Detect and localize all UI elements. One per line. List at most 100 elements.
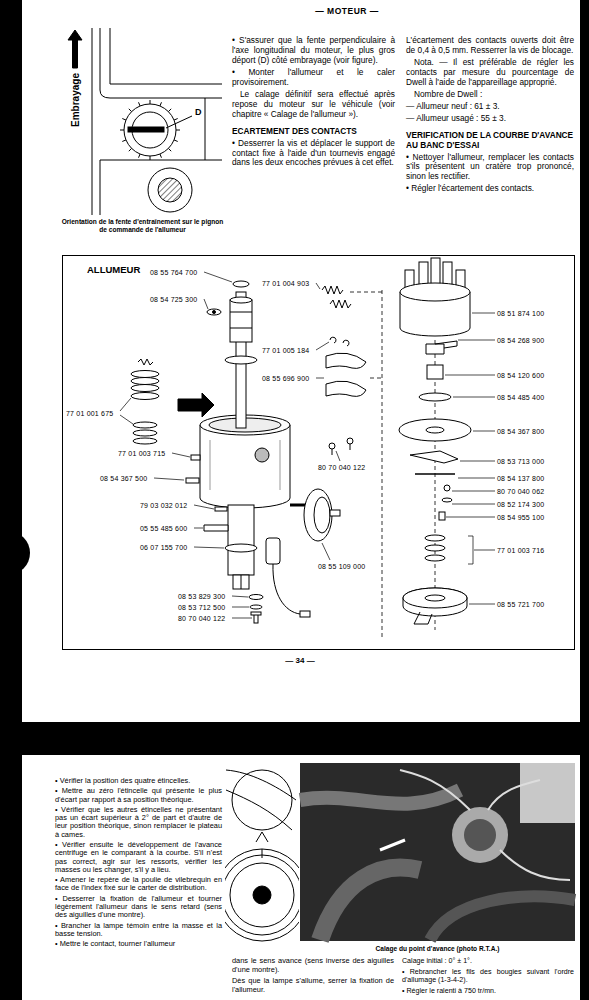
body-text: Calage initial : 0° ± 1°. [402, 957, 574, 966]
body-text: Nombre de Dwell : [406, 90, 574, 100]
drive-slot-figure [120, 100, 180, 160]
drive-slot-figure [174, 119, 178, 121]
drive-slot-figure [174, 140, 178, 142]
text-column: dans le sens avance (sens inverse des ai… [232, 957, 394, 997]
drive-slot-figure [168, 148, 171, 151]
breaker-parts [427, 365, 443, 379]
part-number: 08 53 829 300 [178, 592, 225, 601]
drive-slot-figure [148, 168, 192, 212]
photo-caption: Calage du point d'avance (photo R.T.A.) [300, 945, 575, 952]
drive-slot-figure [139, 154, 141, 158]
body-text: • Mettre au zéro l'étincelle qui présent… [55, 787, 222, 804]
distributor-body [228, 505, 254, 575]
page-number: — 34 — [285, 656, 314, 665]
part-number: 77 01 003 715 [118, 449, 165, 458]
distributor-body [186, 415, 290, 589]
part-number: 77 01 005 184 [262, 346, 309, 355]
distributor-body [233, 575, 249, 589]
page-header: — MOTEUR — [315, 6, 379, 16]
breaker-parts [415, 473, 455, 475]
drive-slot-figure [158, 178, 182, 202]
drive-slot-figure [100, 28, 222, 98]
distributor-body [191, 455, 200, 460]
body-text: • Vérifier ensuite le développement de l… [55, 841, 222, 874]
vacuum-capsule [314, 497, 330, 533]
breaker-parts [399, 341, 471, 624]
vacuum-capsule [350, 444, 351, 450]
crankshaft-pulley-drawing [232, 770, 292, 830]
vacuum-capsule [290, 438, 353, 541]
breaker-parts [414, 612, 432, 624]
timing-photo [452, 807, 508, 863]
text-column: L'écartement des contacts ouverts doit ê… [406, 36, 574, 196]
vacuum-capsule [304, 489, 332, 541]
drive-slot-figure [128, 127, 164, 132]
part-number: 77 01 001 675 [66, 409, 113, 418]
condenser [266, 538, 280, 564]
body-text: • Amener le repère de la poulie de vileb… [55, 876, 222, 893]
part-number: 08 54 725 300 [150, 295, 197, 304]
washer-stack [138, 359, 153, 365]
distributor-cap [400, 258, 470, 336]
drive-slot-figure [68, 30, 82, 68]
vacuum-capsule [329, 443, 335, 449]
body-text: • Régler le ralenti à 750 tr/mn. [402, 987, 574, 996]
part-number: 08 51 874 100 [497, 309, 544, 318]
breaker-parts [425, 545, 445, 551]
crankshaft-pulley-drawing [226, 770, 296, 830]
body-text: — Allumeur neuf : 61 ± 3. [406, 102, 574, 112]
drive-slot-figure [176, 130, 180, 131]
body-text: • Vérifier la position des quatre étince… [55, 777, 222, 785]
drive-slot-figure [166, 116, 192, 128]
screen-background [22, 0, 580, 722]
body-text: L'écartement des contacts ouverts doit ê… [406, 36, 574, 56]
body-text: • Monter l'allumeur et le caler provisoi… [232, 68, 395, 88]
condenser [249, 538, 310, 623]
flyweights [326, 381, 366, 396]
part-number: 08 54 137 800 [497, 474, 544, 483]
vacuum-capsule [290, 504, 306, 507]
screen-background [22, 755, 580, 1000]
body-text: • Desserrer la fixation de l'allumeur et… [55, 895, 222, 920]
timing-photo [380, 840, 405, 850]
part-number: 80 70 040 122 [318, 463, 365, 472]
washer-stack [131, 385, 159, 392]
condenser [273, 564, 300, 614]
vacuum-capsule [330, 510, 340, 516]
dimension-letter: D [195, 107, 202, 117]
text-column: Calage initial : 0° ± 1°.• Rebrancher le… [402, 957, 574, 997]
part-number: 08 54 955 100 [497, 513, 544, 522]
part-number: 80 70 040 122 [178, 614, 225, 623]
part-number: 08 54 367 800 [497, 427, 544, 436]
drive-slot-figure [150, 156, 151, 160]
timing-photo [320, 868, 420, 940]
part-number: 08 54 367 500 [100, 474, 147, 483]
breaker-parts [425, 555, 445, 561]
distributor-shaft [233, 281, 249, 287]
section-heading: ECARTEMENT DES CONTACTS [232, 127, 395, 137]
body-text: • Brancher la lampe témoin entre la mass… [55, 922, 222, 939]
body-text: Nota. — Il est préférable de régler les … [406, 58, 574, 88]
flyweights [326, 353, 366, 368]
part-number: 77 01 004 903 [262, 279, 309, 288]
condenser [250, 605, 262, 609]
centrifugal-springs [322, 286, 343, 294]
timing-photo [300, 763, 575, 941]
vacuum-capsule [347, 438, 353, 444]
condenser [249, 595, 263, 600]
condenser [251, 612, 261, 615]
timing-photo [300, 790, 460, 804]
centrifugal-springs [330, 337, 349, 346]
breaker-parts [426, 341, 457, 354]
drive-slot-figure [129, 109, 132, 112]
drive-slot-figure [160, 102, 162, 106]
distributor-body [241, 575, 242, 589]
distributor-shaft [213, 311, 216, 314]
washer-stack [133, 422, 157, 428]
distributor-body [210, 440, 280, 490]
breaker-parts [425, 535, 445, 541]
crankshaft-pulley-drawing [230, 863, 294, 927]
frame-title: ALLUMEUR [87, 264, 140, 275]
distributor-cap [400, 283, 470, 301]
